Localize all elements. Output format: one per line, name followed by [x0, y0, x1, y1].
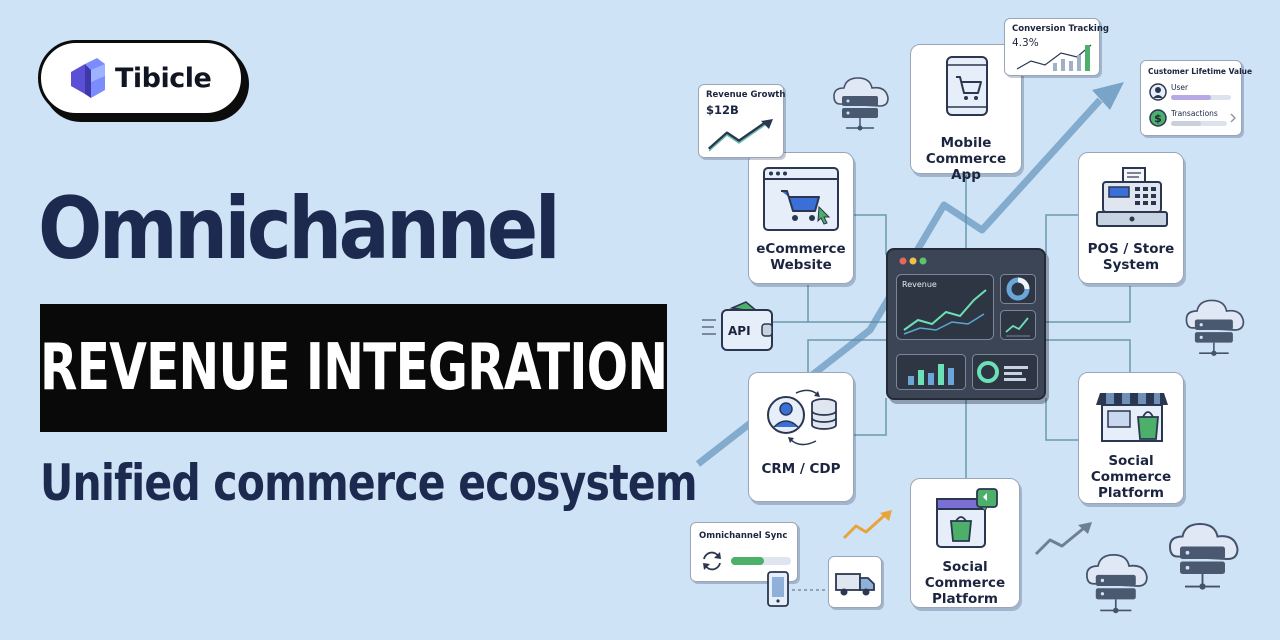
node-label: POS / Store System	[1087, 241, 1175, 273]
node-mobile-commerce-app[interactable]: Mobile Commerce App	[910, 44, 1022, 183]
tibicle-logo-icon	[71, 58, 105, 98]
page-subtitle: Unified commerce ecosystem	[40, 454, 698, 512]
revenue-dashboard-hub[interactable]: Revenue	[886, 248, 1046, 400]
widget-title: Omnichannel Sync	[699, 531, 788, 541]
node-label: Mobile Commerce App	[925, 135, 1007, 183]
conversion-tracking-widget[interactable]: Conversion Tracking 4.3%	[1004, 18, 1109, 76]
customer-lifetime-value-widget[interactable]: Customer Lifetime Value User $ Transacti…	[1140, 60, 1252, 136]
mobile-phone-icon	[946, 56, 988, 116]
omnichannel-sync-widget[interactable]: Omnichannel Sync	[690, 522, 798, 582]
dollar-coin-icon: $	[1149, 109, 1167, 127]
widget-title: Customer Lifetime Value	[1148, 67, 1253, 76]
brand-name: Tibicle	[115, 62, 212, 94]
social-shop-window-icon	[936, 488, 998, 548]
user-avatar-icon	[1149, 83, 1167, 101]
node-social-commerce-platform-bottom[interactable]: Social Commerce Platform	[910, 478, 1020, 608]
bar-chart-icon	[896, 354, 966, 390]
delivery-truck-tile	[828, 556, 882, 608]
sync-icon	[703, 551, 721, 571]
window-dots-icon	[899, 257, 927, 265]
node-label: CRM / CDP	[761, 461, 841, 477]
page-title: Omnichannel	[38, 179, 561, 279]
api-wallet-icon	[702, 301, 773, 351]
sync-progress-bar	[731, 557, 791, 565]
transactions-progress-bar	[1171, 121, 1227, 126]
api-connector[interactable]: API	[700, 300, 776, 354]
cloud-server-icon	[1168, 522, 1239, 590]
cloud-server-icon	[1185, 299, 1245, 356]
cloud-server-icon	[1085, 553, 1148, 614]
phone-device-icon	[767, 571, 789, 607]
node-social-commerce-platform-right[interactable]: Social Commerce Platform	[1078, 372, 1184, 504]
growth-arrow-orange-icon	[842, 510, 892, 540]
node-pos-store-system[interactable]: POS / Store System	[1078, 152, 1184, 284]
conversion-bar-chart-icon	[1016, 44, 1092, 71]
shopping-cart-browser-icon	[763, 167, 839, 231]
node-label: eCommerce Website	[756, 241, 846, 273]
svg-text:$: $	[1154, 112, 1162, 125]
transactions-label: Transactions	[1171, 109, 1218, 118]
node-label: Social Commerce Platform	[924, 559, 1006, 607]
revenue-panel-label: Revenue	[902, 280, 937, 289]
revenue-growth-widget[interactable]: Revenue Growth $12B	[698, 84, 786, 158]
banner-text: REVENUE INTEGRATION	[39, 331, 668, 405]
chevron-right-icon[interactable]	[1229, 113, 1237, 123]
crm-user-database-icon	[767, 389, 837, 446]
storefront-bag-icon	[1096, 393, 1168, 442]
delivery-truck-icon	[835, 573, 875, 596]
node-crm-cdp[interactable]: CRM / CDP	[748, 372, 854, 502]
widget-value: 4.3%	[1012, 37, 1039, 49]
user-progress-bar	[1171, 95, 1231, 100]
widget-value: $12B	[706, 103, 739, 117]
gauge-list-icon	[972, 354, 1038, 390]
node-label: Social Commerce Platform	[1090, 453, 1172, 501]
trend-chart-icon	[1000, 310, 1036, 340]
growth-arrow-icon	[708, 119, 773, 152]
widget-title: Conversion Tracking	[1012, 24, 1109, 34]
widget-title: Revenue Growth	[706, 90, 786, 100]
donut-chart-icon	[1000, 274, 1036, 304]
cash-register-icon	[1096, 167, 1168, 227]
user-label: User	[1171, 83, 1189, 92]
revenue-panel	[896, 274, 994, 340]
node-ecommerce-website[interactable]: eCommerce Website	[748, 152, 854, 284]
cloud-server-icon	[833, 77, 889, 131]
title-banner: REVENUE INTEGRATION	[39, 304, 668, 432]
api-label: API	[728, 324, 751, 338]
growth-arrow-slate-icon	[1034, 522, 1092, 556]
brand-logo[interactable]: Tibicle	[38, 40, 244, 116]
